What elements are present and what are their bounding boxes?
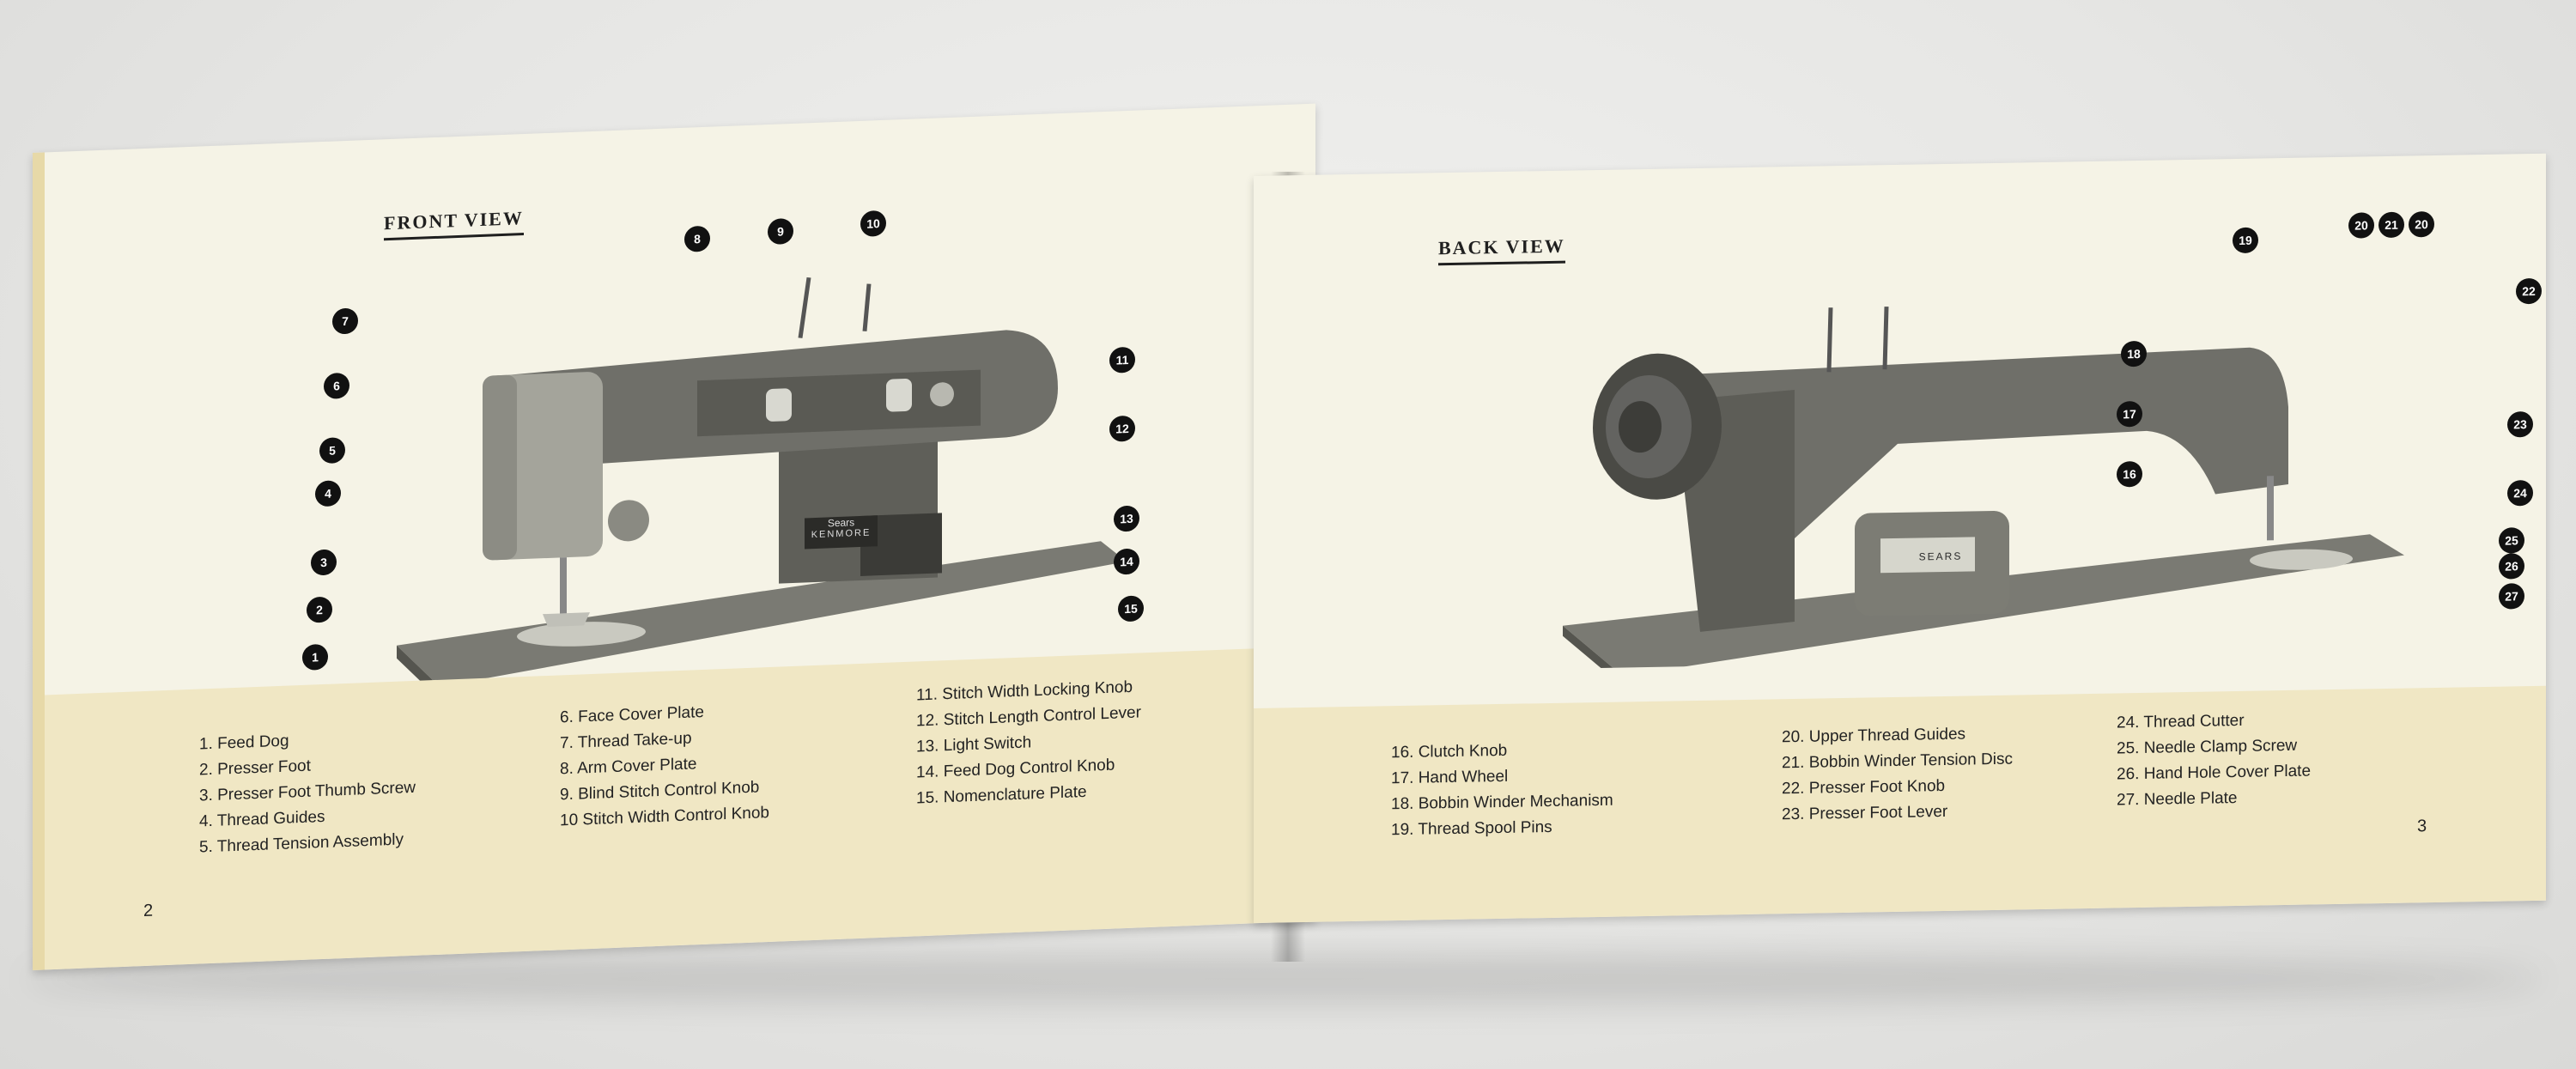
right-page: BACK VIEW SEARS 16 17 18 19 20 21 20 22 … — [1254, 153, 2546, 924]
booklet-shadow — [26, 953, 2542, 1005]
legend-item: 27. Needle Plate — [2117, 789, 2238, 810]
back-legend-band: 16. Clutch Knob 17. Hand Wheel 18. Bobbi… — [1254, 685, 2546, 923]
callout-25: 25 — [2499, 527, 2524, 554]
legend-item: 22. Presser Foot Knob — [1782, 776, 1946, 799]
callout-20b: 20 — [2409, 210, 2434, 238]
front-legend-col-1: 1. Feed Dog 2. Presser Foot 3. Presser F… — [199, 724, 416, 861]
motor-label: SEARS — [1918, 550, 1963, 563]
page-number: 2 — [143, 901, 154, 921]
legend-item: 16. Clutch Knob — [1391, 741, 1508, 762]
back-legend-col-2: 20. Upper Thread Guides 21. Bobbin Winde… — [1782, 721, 2013, 829]
page-number: 3 — [2417, 817, 2427, 836]
legend-item: 19. Thread Spool Pins — [1391, 817, 1552, 840]
back-legend-col-3: 24. Thread Cutter 25. Needle Clamp Screw… — [2117, 708, 2311, 814]
legend-item: 17. Hand Wheel — [1391, 767, 1509, 788]
callout-26: 26 — [2499, 553, 2524, 580]
legend-item: 18. Bobbin Winder Mechanism — [1391, 791, 1613, 814]
callout-23: 23 — [2507, 410, 2533, 438]
legend-item: 24. Thread Cutter — [2117, 711, 2245, 732]
callout-22: 22 — [2516, 277, 2542, 305]
callout-20a: 20 — [2348, 212, 2374, 239]
front-view-title: FRONT VIEW — [384, 207, 524, 241]
brand-plate: KENMORE — [811, 527, 872, 541]
front-legend-col-2: 6. Face Cover Plate 7. Thread Take-up 8.… — [560, 697, 769, 834]
left-page: FRONT VIEW Sears KENMORE 1 2 3 4 5 6 7 — [33, 103, 1315, 970]
callout-21: 21 — [2379, 211, 2404, 239]
legend-item: 25. Needle Clamp Screw — [2117, 736, 2298, 758]
nomenclature-plate: Sears KENMORE — [805, 515, 878, 550]
callout-27: 27 — [2499, 583, 2524, 610]
front-legend-col-3: 11. Stitch Width Locking Knob 12. Stitch… — [916, 674, 1141, 811]
front-legend-band: 1. Feed Dog 2. Presser Foot 3. Presser F… — [45, 646, 1315, 970]
callout-19: 19 — [2233, 227, 2258, 254]
legend-item: 26. Hand Hole Cover Plate — [2117, 762, 2312, 784]
back-legend-col-1: 16. Clutch Knob 17. Hand Wheel 18. Bobbi… — [1391, 737, 1613, 844]
legend-item: 21. Bobbin Winder Tension Disc — [1782, 750, 2013, 773]
callout-24: 24 — [2507, 479, 2533, 507]
front-view-machine-illustration — [397, 277, 1127, 700]
back-view-title: BACK VIEW — [1438, 234, 1565, 266]
back-view-machine-illustration — [1563, 307, 2404, 670]
legend-item: 23. Presser Foot Lever — [1782, 802, 1948, 824]
legend-item: 20. Upper Thread Guides — [1782, 725, 1966, 747]
